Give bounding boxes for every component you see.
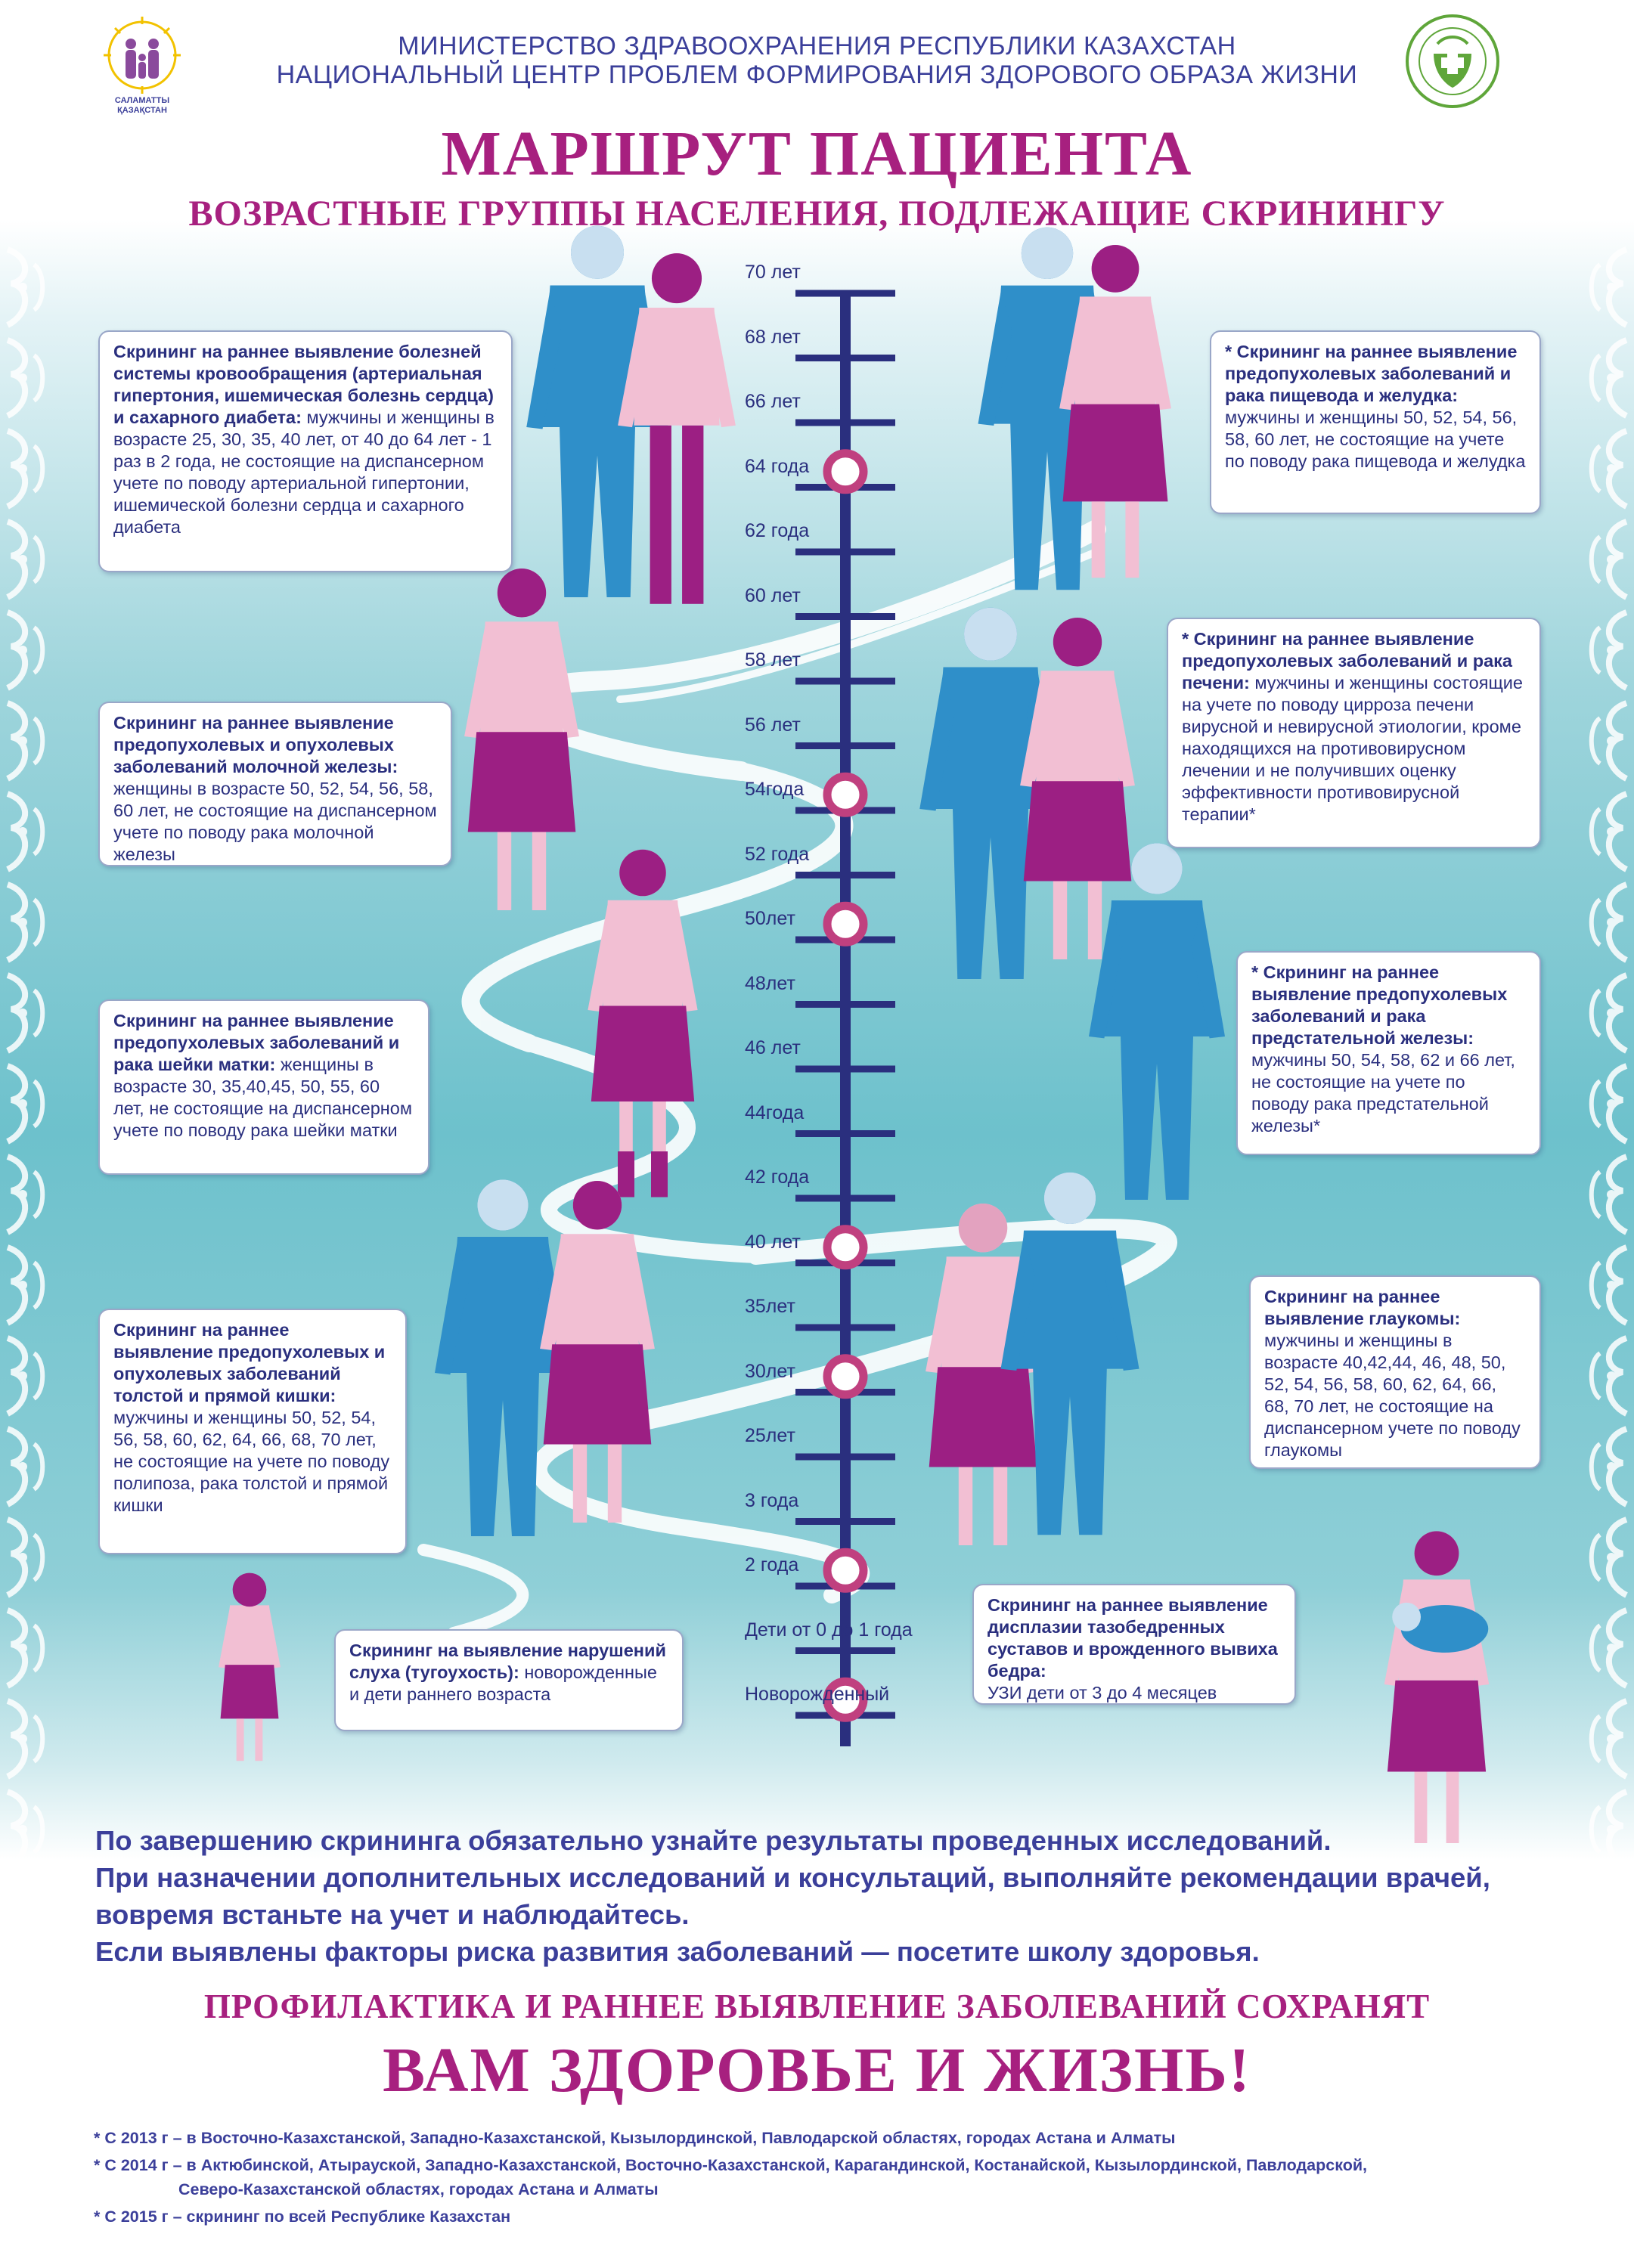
man-figure-top-right	[978, 227, 1117, 590]
ring-marker-icon	[823, 1354, 868, 1399]
man-figure-lower-right	[1000, 1172, 1139, 1535]
woman-figure-mid-right	[1020, 618, 1135, 959]
age-label: 64 года	[745, 455, 810, 477]
info-box-stomach: * Скрининг на раннее выявление предопухо…	[1210, 330, 1541, 514]
info-box-colon: Скрининг на раннее выявление предопухоле…	[98, 1309, 407, 1554]
man-figure-top-left	[526, 225, 668, 597]
page-title: МАРШРУТ ПАЦИЕНТА	[441, 119, 1193, 189]
age-label: 46 лет	[745, 1037, 801, 1058]
info-box-prostate: * Скрининг на раннее выявление предопухо…	[1236, 951, 1541, 1155]
ring-marker-icon	[823, 449, 868, 494]
footnote: * С 2013 г – в Восточно-Казахстанской, З…	[94, 2129, 1176, 2147]
age-label: 68 лет	[745, 326, 801, 348]
advice-line: По завершению скрининга обязательно узна…	[95, 1825, 1332, 1856]
age-label: Дети от 0 до 1 года	[745, 1619, 913, 1641]
ministry-name: МИНИСТЕРСТВО ЗДРАВООХРАНЕНИЯ РЕСПУБЛИКИ …	[398, 32, 1236, 60]
ring-marker-icon	[823, 901, 868, 947]
age-label: 40 лет	[745, 1231, 801, 1253]
footnote: * С 2015 г – скрининг по всей Республике…	[94, 2208, 511, 2226]
age-label: 42 года	[745, 1167, 810, 1188]
age-label: 58 лет	[745, 649, 801, 671]
woman-figure-mid-left	[464, 569, 579, 910]
right-ornament-border	[1581, 242, 1634, 1981]
age-label: 60 лет	[745, 584, 801, 606]
woman-figure-top-left	[618, 253, 736, 604]
age-label: 3 года	[745, 1489, 799, 1511]
salamatty-kazakhstan-logo: САЛАМАТТЫ ҚАЗАҚСТАН	[104, 17, 181, 115]
info-box-cardio: Скрининг на раннее выявление болезней си…	[98, 330, 513, 572]
ring-marker-icon	[823, 1677, 868, 1722]
ring-marker-icon	[823, 1548, 868, 1593]
age-label: 2 года	[745, 1554, 799, 1576]
svg-text:САЛАМАТТЫ: САЛАМАТТЫ	[115, 96, 169, 105]
age-label: 50лет	[745, 908, 795, 929]
age-label: 66 лет	[745, 391, 801, 412]
age-label: 62 года	[745, 520, 810, 541]
age-label: 25лет	[745, 1425, 795, 1446]
woman-figure-top-right	[1059, 245, 1171, 578]
advice-line: Если выявлены факторы риска развития заб…	[95, 1936, 1260, 1967]
woman-figure-lower-left	[540, 1181, 655, 1523]
left-ornament-border	[0, 242, 53, 1981]
age-label: 35лет	[745, 1296, 795, 1317]
man-figure-lower-left	[435, 1179, 571, 1536]
info-box-breast: Скрининг на раннее выявление предопухоле…	[98, 702, 452, 866]
age-label: 44года	[745, 1101, 805, 1123]
slogan-line-2: ВАМ ЗДОРОВЬЕ И ЖИЗНЬ!	[383, 2035, 1251, 2105]
center-name: НАЦИОНАЛЬНЫЙ ЦЕНТР ПРОБЛЕМ ФОРМИРОВАНИЯ …	[276, 60, 1358, 89]
footnote: Северо-Казахстанской областях, городах А…	[178, 2180, 659, 2198]
svg-text:ҚАЗАҚСТАН: ҚАЗАҚСТАН	[117, 106, 167, 115]
advice-line: При назначении дополнительных исследован…	[95, 1862, 1490, 1930]
ring-marker-icon	[823, 1225, 868, 1270]
age-label: 48лет	[745, 972, 795, 994]
woman-figure-lower-right	[926, 1204, 1040, 1545]
age-label: Новорожденный	[745, 1684, 890, 1705]
info-box-liver: * Скрининг на раннее выявление предопухо…	[1167, 618, 1541, 848]
info-box-glaucoma: Скрининг на раннее выявление глаукомы: м…	[1249, 1275, 1541, 1469]
ring-marker-icon	[823, 772, 868, 817]
age-label: 52 года	[745, 843, 810, 865]
young-woman-figure	[588, 849, 698, 1198]
man-figure-mid-right	[919, 607, 1062, 979]
age-label: 54года	[745, 779, 805, 800]
info-box-cervix: Скрининг на раннее выявление предопухоле…	[98, 999, 429, 1175]
info-box-hearing: Скрининг на выявление нарушений слуха (т…	[334, 1629, 684, 1731]
slogan-line-1: ПРОФИЛАКТИКА И РАННЕЕ ВЫЯВЛЕНИЕ ЗАБОЛЕВА…	[203, 1988, 1431, 2025]
age-label: 30лет	[745, 1360, 795, 1382]
man-figure-right	[1089, 843, 1225, 1200]
age-label: 70 лет	[745, 262, 801, 283]
page-subtitle: ВОЗРАСТНЫЕ ГРУППЫ НАСЕЛЕНИЯ, ПОДЛЕЖАЩИЕ …	[188, 194, 1446, 234]
girl-figure	[219, 1572, 281, 1761]
age-label: 56 лет	[745, 714, 801, 736]
footnote: * С 2014 г – в Актюбинской, Атырауской, …	[94, 2156, 1368, 2174]
info-box-hip-dysplasia: Скрининг на раннее выявление дисплазии т…	[972, 1584, 1296, 1705]
mother-with-baby-figure	[1384, 1531, 1490, 1843]
national-center-logo	[1406, 14, 1499, 108]
advice-text: По завершению скрининга обязательно узна…	[95, 1822, 1547, 1970]
